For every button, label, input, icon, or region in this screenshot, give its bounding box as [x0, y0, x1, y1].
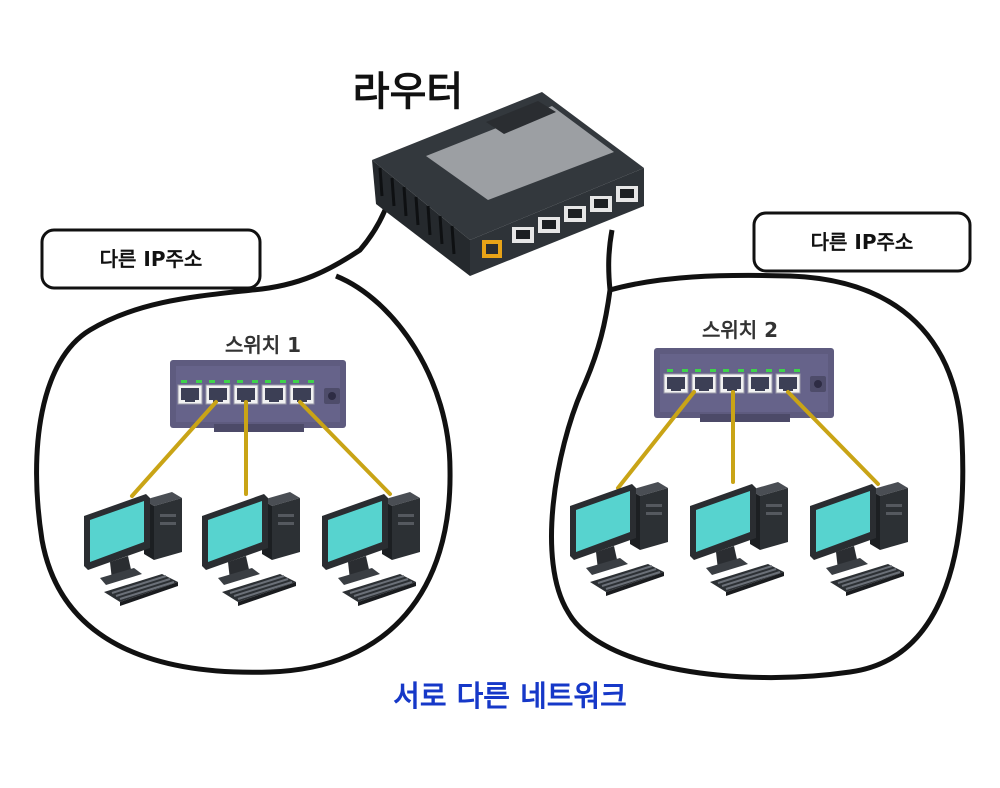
network-caption: 서로 다른 네트워크	[393, 679, 627, 713]
switch-label-2: 스위치 2	[702, 318, 778, 342]
cables-switch-1	[130, 400, 392, 498]
computer-2-3	[809, 481, 909, 597]
ip-address-box-right: 다른 IP주소	[752, 211, 972, 273]
switch-label-1: 스위치 1	[225, 333, 301, 357]
network-boundary-left	[34, 209, 453, 675]
router-label: 라우터	[353, 69, 463, 115]
ip-address-label-left: 다른 IP주소	[100, 247, 203, 271]
network-boundary-right	[549, 229, 966, 681]
router	[372, 92, 644, 276]
computer-2-2	[689, 481, 789, 597]
computer-1-3	[321, 491, 421, 607]
cables-switch-2	[616, 390, 880, 490]
computer-1-1	[83, 491, 183, 607]
computer-1-2	[201, 491, 301, 607]
ip-address-label-right: 다른 IP주소	[811, 230, 914, 254]
computer-2-1	[569, 481, 669, 597]
ip-address-box-left: 다른 IP주소	[40, 228, 262, 290]
